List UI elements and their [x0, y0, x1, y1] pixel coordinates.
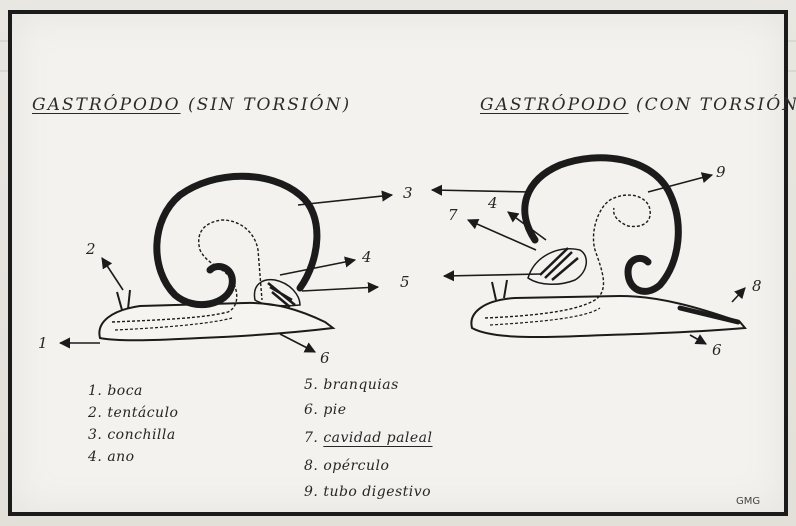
left-tentacle: [117, 290, 130, 310]
arrow-8: [732, 288, 745, 302]
callout-3: 3: [403, 184, 413, 202]
arrow-2: [102, 258, 123, 290]
left-snail: [99, 176, 333, 340]
callout-6-left: 6: [320, 349, 330, 367]
arrow-4-left: [280, 260, 355, 275]
right-diagram-title: GASTRÓPODO (CON TORSIÓN): [480, 95, 796, 115]
callout-6-right: 6: [712, 341, 722, 359]
arrow-5-right: [444, 274, 540, 276]
arrow-6-left: [280, 334, 315, 352]
callout-5: 5: [400, 273, 410, 291]
legend-item-6: 6. pie: [304, 402, 347, 418]
legend-item-1: 1. boca: [88, 383, 143, 399]
callout-8: 8: [752, 277, 762, 295]
arrow-6-right: [690, 335, 706, 344]
arrow-3-right: [432, 190, 532, 192]
legend-item-5: 5. branquias: [304, 377, 399, 393]
callout-4-right: 4: [488, 194, 498, 212]
left-shell: [157, 176, 317, 304]
right-title-paren: (CON TORSIÓN): [636, 95, 796, 115]
legend-item-3: 3. conchilla: [88, 427, 176, 443]
left-title-paren: (SIN TORSIÓN): [188, 95, 351, 115]
legend-item-4: 4. ano: [88, 449, 135, 465]
right-snail: [471, 158, 745, 337]
callout-7: 7: [448, 206, 458, 224]
right-gill: [540, 248, 578, 280]
arrow-5-left: [302, 287, 378, 291]
callout-2: 2: [86, 240, 96, 258]
legend-item-2: 2. tentáculo: [88, 405, 178, 421]
legend-item-8: 8. opérculo: [304, 458, 389, 474]
left-diagram-title: GASTRÓPODO (SIN TORSIÓN): [32, 95, 351, 115]
legend-item-7: 7. cavidad paleal: [304, 430, 433, 446]
callout-4-left: 4: [362, 248, 372, 266]
legend-item-9: 9. tubo digestivo: [304, 484, 431, 500]
right-shell: [525, 158, 678, 292]
right-title-main: GASTRÓPODO: [480, 95, 629, 115]
left-title-main: GASTRÓPODO: [32, 95, 181, 115]
arrow-3: [298, 195, 392, 205]
callout-1: 1: [38, 334, 48, 352]
left-gill: [268, 283, 295, 307]
author-signature: GMG: [736, 496, 760, 507]
right-tentacle: [492, 280, 507, 300]
callout-9: 9: [716, 163, 726, 181]
